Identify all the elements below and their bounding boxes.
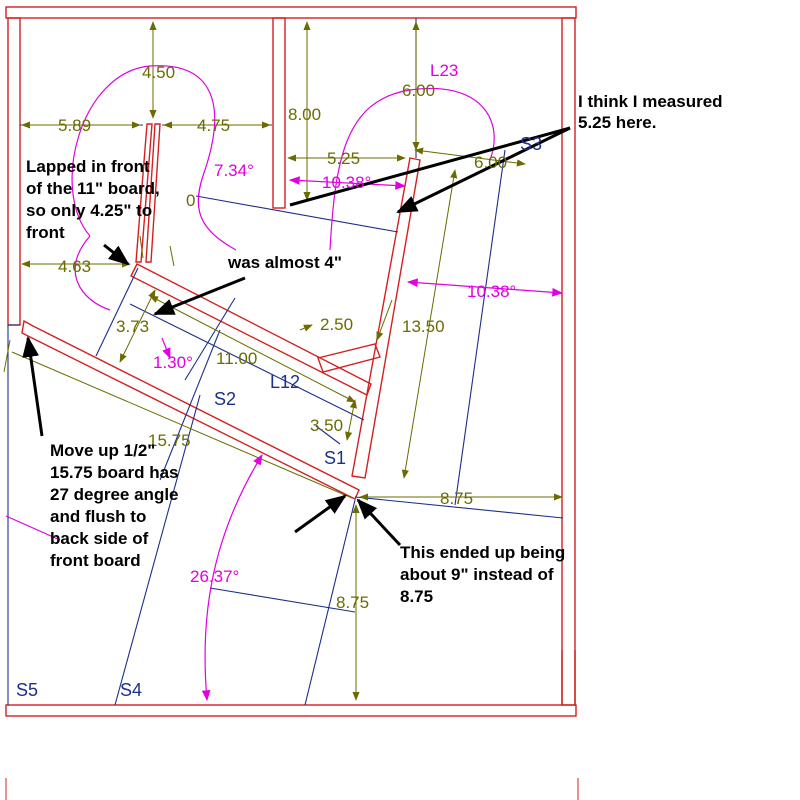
- label-s3: S3: [520, 134, 542, 154]
- dim-8-00: 8.00: [288, 105, 321, 124]
- dim-8-75-bottom: 8.75: [336, 593, 369, 612]
- note-line: Lapped in front: [26, 157, 150, 176]
- note-line: 8.75: [400, 587, 433, 606]
- note-ended-up-9: This ended up being about 9" instead of …: [400, 543, 570, 606]
- dim-5-89: 5.89: [58, 116, 91, 135]
- note-line: 5.25 here.: [578, 113, 656, 132]
- dim-3-50: 3.50: [310, 416, 343, 435]
- annotation-notes: I think I measured 5.25 here. Lapped in …: [26, 92, 727, 606]
- dim-6-00-top: 6.00: [402, 81, 435, 100]
- angle-7-34: 7.34°: [214, 161, 254, 180]
- label-l12: L12: [270, 372, 300, 392]
- dim-5-25: 5.25: [327, 149, 360, 168]
- note-line: of the 11" board,: [26, 179, 160, 198]
- angle-10-38-left: 10.38°: [322, 173, 371, 192]
- dimension-labels: 4.50 5.89 4.75 8.00 6.00 5.25 6.00 0 4.6…: [58, 63, 507, 612]
- note-line: Move up 1/2": [50, 441, 155, 460]
- angle-26-37: 26.37°: [190, 567, 239, 586]
- note-line: so only 4.25" to: [26, 201, 152, 220]
- note-measured-5-25: I think I measured 5.25 here.: [578, 92, 727, 132]
- label-s4: S4: [120, 680, 142, 700]
- angle-labels: 7.34° 10.38° 10.38° 1.30° 26.37° L23: [153, 61, 516, 586]
- angle-10-38-right: 10.38°: [467, 282, 516, 301]
- note-line: and flush to: [50, 507, 146, 526]
- dim-0: 0: [186, 191, 195, 210]
- label-s2: S2: [214, 389, 236, 409]
- dim-15-75: 15.75: [148, 431, 191, 450]
- dim-8-75-right: 8.75: [440, 489, 473, 508]
- label-s1: S1: [324, 448, 346, 468]
- annotation-arrows: [22, 126, 571, 547]
- note-lapped-front: Lapped in front of the 11" board, so onl…: [26, 157, 164, 242]
- label-l23: L23: [430, 61, 458, 80]
- dim-11-00: 11.00: [216, 349, 257, 368]
- note-line: front: [26, 223, 65, 242]
- enclosure-walls: [5, 6, 577, 717]
- note-line: 27 degree angle: [50, 485, 179, 504]
- board-labels: S3 L12 S2 S1 S5 S4: [16, 134, 542, 700]
- dimension-lines: [3, 21, 563, 701]
- angle-1-30: 1.30°: [153, 353, 193, 372]
- note-line: 15.75 board has: [50, 463, 179, 482]
- note-almost-4: was almost 4": [227, 253, 342, 272]
- dim-13-50: 13.50: [402, 317, 445, 336]
- dim-6-00-mid: 6.00: [474, 153, 507, 172]
- label-s5: S5: [16, 680, 38, 700]
- note-move-up: Move up 1/2" 15.75 board has 27 degree a…: [50, 441, 183, 570]
- dim-2-50: 2.50: [320, 315, 353, 334]
- dim-3-73: 3.73: [116, 317, 149, 336]
- note-line: front board: [50, 551, 141, 570]
- dim-4-63: 4.63: [58, 257, 91, 276]
- note-line: back side of: [50, 529, 149, 548]
- dim-4-50: 4.50: [142, 63, 175, 82]
- note-line: This ended up being: [400, 543, 565, 562]
- dim-4-75: 4.75: [197, 116, 230, 135]
- note-line: I think I measured: [578, 92, 723, 111]
- edge-marks: [5, 778, 579, 800]
- angle-lines: [5, 65, 564, 702]
- note-line: about 9" instead of: [400, 565, 554, 584]
- note-line: was almost 4": [227, 253, 342, 272]
